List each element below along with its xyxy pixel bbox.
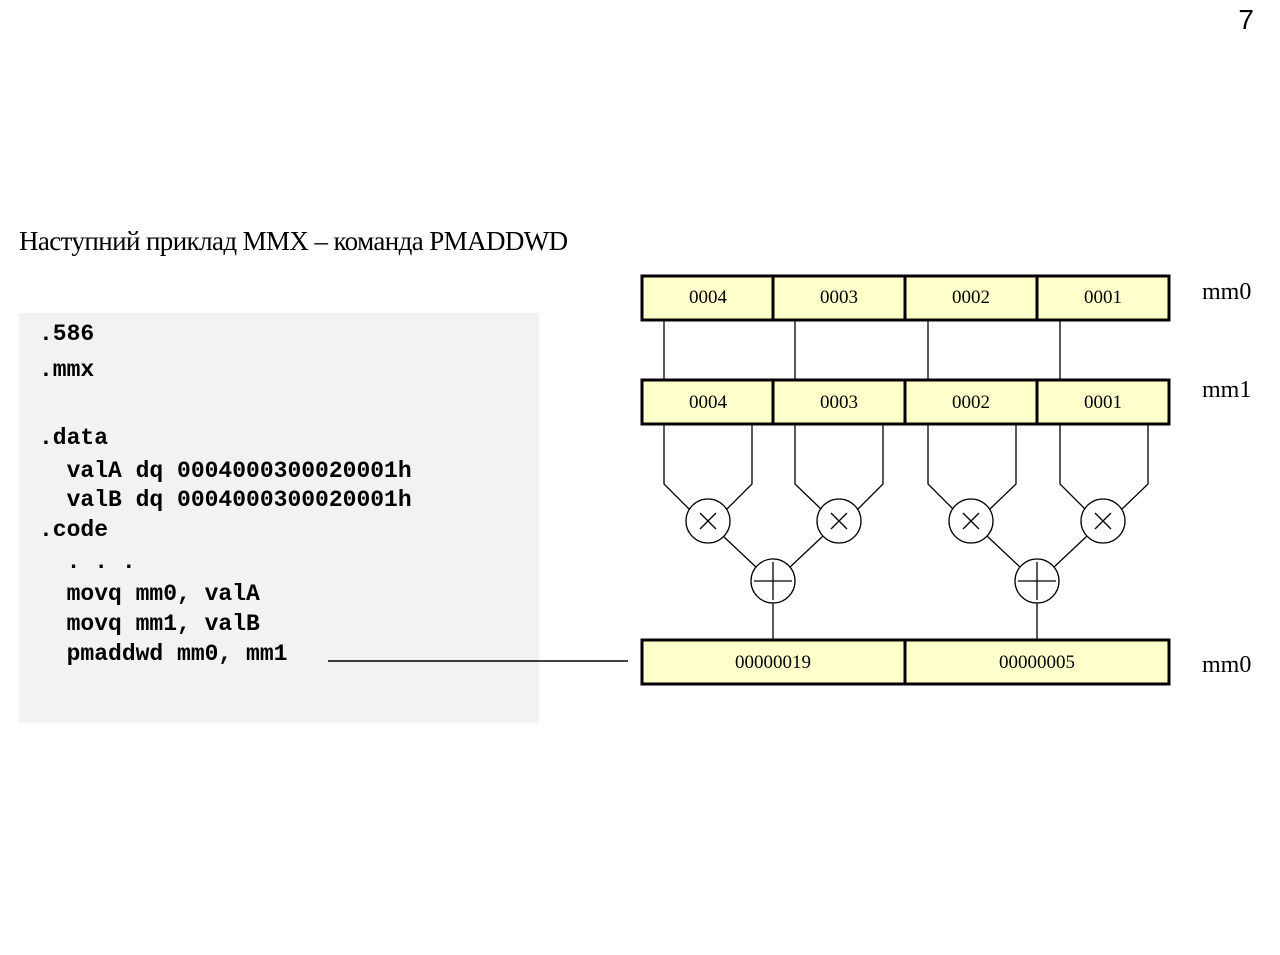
multiply-icon [685, 498, 731, 544]
connector [1052, 535, 1088, 569]
register-mm0-result: 00000019 00000005 mm0 [640, 638, 1251, 686]
register-cell: 00000005 [999, 652, 1075, 673]
connector [986, 535, 1022, 569]
register-mm1-source: 0004 0003 0002 0001 mm1 [640, 377, 1251, 426]
multiply-icon [816, 498, 862, 544]
add-icon [1014, 558, 1060, 604]
register-cell: 0001 [1084, 287, 1122, 308]
register-cell: 0002 [952, 287, 990, 308]
register-cell: 00000019 [735, 652, 811, 673]
multipliers [685, 498, 1126, 544]
page-number: 7 [1238, 4, 1254, 35]
register-label-mm0-source: mm0 [1202, 279, 1251, 305]
code-line-valb: valB dq 0004000300020001h [39, 487, 412, 513]
code-line-code: .code [39, 517, 109, 543]
register-cell: 0002 [952, 392, 990, 413]
connector [663, 320, 690, 510]
connector [726, 424, 753, 510]
code-panel: .586 .mmx .data valA dq 0004000300020001… [19, 313, 539, 723]
register-mm0-source: 0004 0003 0002 0001 mm0 [640, 274, 1251, 322]
register-cell: 0003 [820, 392, 858, 413]
code-line-pmaddwd: pmaddwd mm0, mm1 [39, 641, 288, 667]
connector [722, 535, 758, 569]
connector-lines [663, 320, 1149, 640]
code-line-movq-mm1: movq mm1, valB [39, 611, 260, 637]
code-line-ellipsis: . . . [39, 549, 136, 575]
slide-title: Наступний приклад MMX – команда PMADDWD [19, 226, 568, 256]
code-line-data: .data [39, 425, 109, 451]
register-cell: 0004 [689, 287, 728, 308]
code-line-vala: valA dq 0004000300020001h [39, 458, 412, 484]
connector [989, 424, 1017, 510]
connector [857, 424, 884, 510]
connector [788, 535, 824, 569]
register-label-mm1-source: mm1 [1202, 377, 1251, 403]
register-label-mm0-result: mm0 [1202, 652, 1251, 678]
connector [1059, 320, 1086, 510]
adders [750, 558, 1060, 604]
code-line-cpu: .586 [39, 321, 95, 347]
code-line-movq-mm0: movq mm0, valA [39, 581, 260, 607]
connector [794, 320, 822, 510]
connector [927, 320, 954, 510]
register-cell: 0001 [1084, 392, 1122, 413]
code-line-mmx: .mmx [39, 357, 95, 383]
add-icon [750, 558, 796, 604]
register-cell: 0003 [820, 287, 858, 308]
multiply-icon [1080, 498, 1126, 544]
connector [1121, 424, 1149, 510]
register-cell: 0004 [689, 392, 728, 413]
multiply-icon [948, 498, 994, 544]
